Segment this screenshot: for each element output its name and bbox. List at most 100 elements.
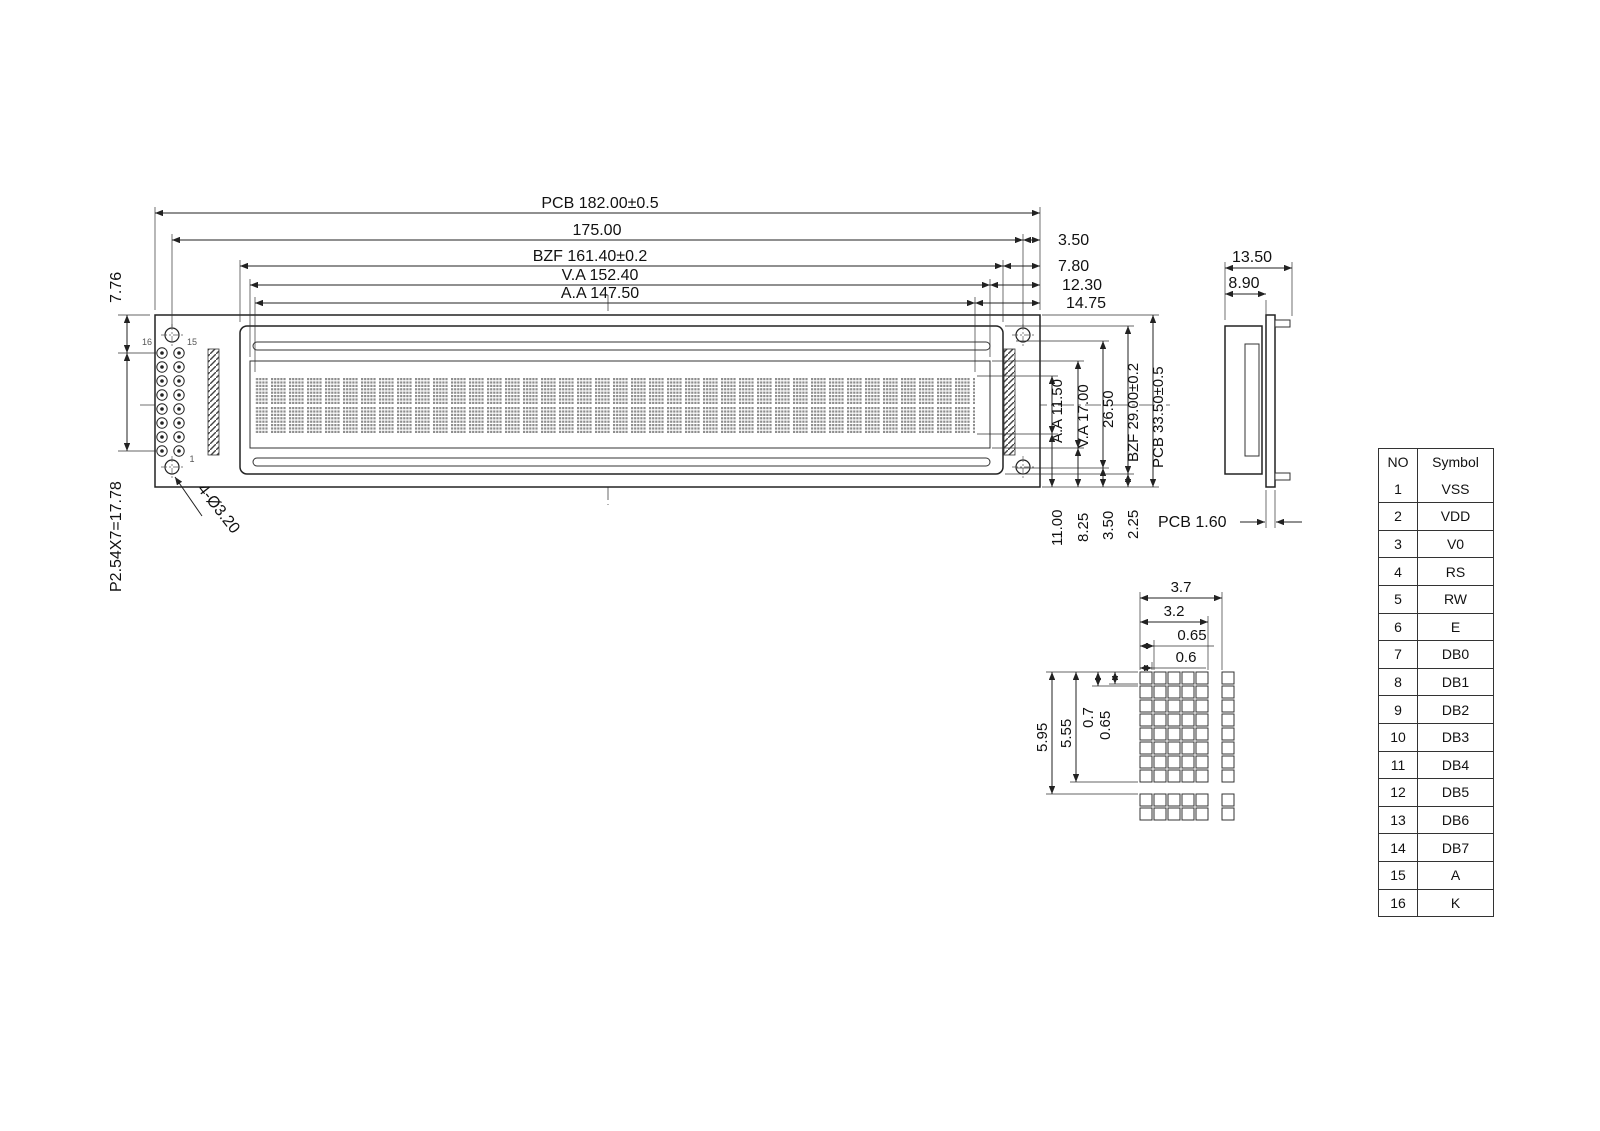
table-row: 13 DB6 xyxy=(1379,805,1493,834)
pin-symbol-cell: DB7 xyxy=(1441,839,1470,856)
dim-11-00-label: 11.00 xyxy=(1049,510,1066,546)
dim-char-pitch-x-label: 3.7 xyxy=(1171,579,1192,596)
pin-no-cell: 10 xyxy=(1379,723,1418,751)
side-pcb-profile xyxy=(1265,314,1276,488)
dim-pcb-height-label: PCB 33.50±0.5 xyxy=(1150,366,1167,468)
pin-no-cell: 3 xyxy=(1379,530,1418,558)
pin-symbol-cell: E xyxy=(1450,618,1461,635)
dim-pcb-width-label: PCB 182.00±0.5 xyxy=(541,195,658,212)
pin-no-cell: 4 xyxy=(1379,558,1418,585)
dim-dot-pitch-x-label: 0.65 xyxy=(1177,627,1206,644)
pin-symbol-cell: DB3 xyxy=(1441,729,1470,746)
dim-va-height-label: V.A 17.00 xyxy=(1075,384,1092,448)
dim-aa-height-label: A.A 11.50 xyxy=(1049,379,1066,443)
dim-char-pitch-y-label: 5.95 xyxy=(1034,723,1051,752)
dim-mount-holes-label: 4-Ø3.20 xyxy=(194,481,243,537)
pin-symbol-cell: V0 xyxy=(1446,536,1465,553)
table-row: 16 K xyxy=(1379,888,1493,917)
side-glass-profile xyxy=(1244,343,1260,457)
pin-symbol-cell: VSS xyxy=(1441,480,1470,497)
pin-no-cell: 2 xyxy=(1379,503,1418,530)
pin-symbol-cell: DB2 xyxy=(1441,701,1470,718)
pin-no-cell: 6 xyxy=(1379,613,1418,641)
table-row: 7 DB0 xyxy=(1379,640,1493,668)
table-row: 10 DB3 xyxy=(1379,722,1493,751)
dim-3-50-b-label: 3.50 xyxy=(1100,511,1117,540)
pin-symbol-cell: DB4 xyxy=(1441,756,1470,773)
table-row: 9 DB2 xyxy=(1379,695,1493,723)
pin-symbol-cell: RW xyxy=(1443,591,1468,608)
dim-bzf-height-label: BZF 29.00±0.2 xyxy=(1125,363,1142,462)
dim-top-7-76-label: 7.76 xyxy=(108,272,125,303)
dim-26-50-label: 26.50 xyxy=(1100,390,1117,428)
dim-pcb-thickness-label: PCB 1.60 xyxy=(1158,514,1227,531)
front-view: 16 15 1 PCB 182.00±0.5 175.00 BZF 161.40… xyxy=(108,195,1170,592)
pin-no-cell: 11 xyxy=(1379,751,1418,779)
side-tab-bottom xyxy=(1274,472,1291,481)
pin-no-cell: 15 xyxy=(1379,861,1418,889)
pin-no-cell: 13 xyxy=(1379,806,1418,834)
dim-char-width-label: 3.2 xyxy=(1164,603,1185,620)
pin-no-cell: 5 xyxy=(1379,585,1418,613)
table-row: 4 RS xyxy=(1379,557,1493,585)
table-row: 3 V0 xyxy=(1379,529,1493,558)
top-slot xyxy=(252,341,991,351)
side-view: 13.50 8.90 PCB 1.60 xyxy=(1158,249,1302,531)
pin-no-cell: 1 xyxy=(1379,475,1418,503)
pin-symbol-cell: DB0 xyxy=(1441,646,1470,663)
dim-char-height-label: 5.55 xyxy=(1058,719,1075,748)
pin-symbol-cell: DB1 xyxy=(1441,674,1470,691)
hole-leader-line xyxy=(174,476,203,517)
table-row: 5 RW xyxy=(1379,584,1493,613)
dim-va-width-label: V.A 152.40 xyxy=(562,267,639,284)
pin-no-cell: 9 xyxy=(1379,696,1418,723)
bottom-slot xyxy=(252,457,991,467)
dim-edge-12-30-label: 12.30 xyxy=(1062,277,1102,294)
dim-edge-3-50-label: 3.50 xyxy=(1058,232,1089,249)
table-row: 1 VSS xyxy=(1379,475,1493,503)
dim-dot-height-label: 0.65 xyxy=(1097,711,1114,740)
pin-table-header-symbol: Symbol xyxy=(1432,454,1479,471)
pin-symbol-cell: A xyxy=(1450,867,1461,884)
pin-number-label: 16 xyxy=(142,337,152,347)
dot-matrix-detail-grid xyxy=(1139,671,1235,821)
dim-hole-span-label: 175.00 xyxy=(573,222,622,239)
table-row: 14 DB7 xyxy=(1379,833,1493,861)
pin-no-cell: 14 xyxy=(1379,834,1418,861)
pin-symbol-cell: DB5 xyxy=(1441,784,1470,801)
pin-table-header: NO Symbol xyxy=(1379,449,1493,476)
dim-8-90-label: 8.90 xyxy=(1228,275,1259,292)
dim-pin-pitch-label: P2.54X7=17.78 xyxy=(108,481,125,592)
dim-dot-width-label: 0.6 xyxy=(1176,649,1197,666)
pin-no-cell: 16 xyxy=(1379,889,1418,917)
hatch-strip-right xyxy=(1003,348,1016,456)
table-row: 15 A xyxy=(1379,860,1493,889)
pin-no-cell: 8 xyxy=(1379,668,1418,696)
pin-symbol-cell: K xyxy=(1450,894,1461,911)
dim-aa-width-label: A.A 147.50 xyxy=(561,285,639,302)
pin-symbol-cell: RS xyxy=(1445,563,1466,580)
dot-matrix-display xyxy=(255,376,975,434)
dim-bzf-width-label: BZF 161.40±0.2 xyxy=(533,248,648,265)
pin-no-cell: 7 xyxy=(1379,641,1418,668)
hatch-strip-left xyxy=(207,348,220,456)
dim-dot-pitch-y-label: 0.7 xyxy=(1080,707,1097,728)
pin-connector-field xyxy=(156,347,185,457)
table-row: 11 DB4 xyxy=(1379,750,1493,779)
side-tab-top xyxy=(1274,319,1291,328)
bezel-outline xyxy=(239,325,1004,475)
dim-edge-14-75-label: 14.75 xyxy=(1066,295,1106,312)
dim-edge-7-80-label: 7.80 xyxy=(1058,258,1089,275)
dim-2-25-label: 2.25 xyxy=(1125,510,1142,539)
pin-symbol-cell: DB6 xyxy=(1441,812,1470,829)
pin-number-label: 15 xyxy=(187,337,197,347)
table-row: 8 DB1 xyxy=(1379,667,1493,696)
pin-symbol-cell: VDD xyxy=(1440,508,1471,525)
character-detail-view: 3.7 3.2 0.65 0.6 5.95 5.55 0.7 0.65 xyxy=(1034,579,1235,821)
